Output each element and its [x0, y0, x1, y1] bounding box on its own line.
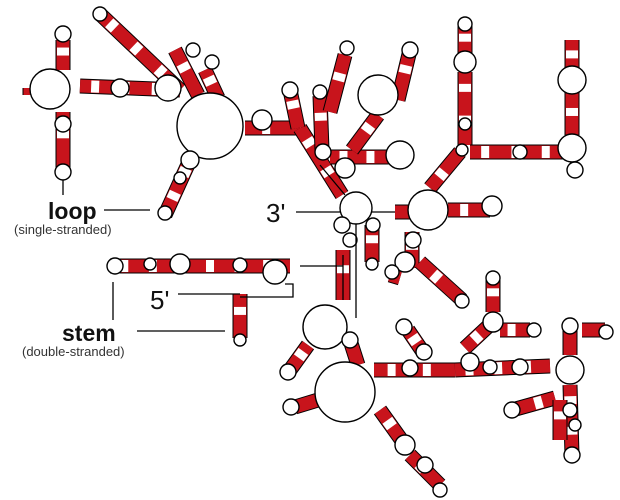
- bulge: [415, 343, 433, 361]
- multi-branch-loop: [407, 189, 449, 231]
- bulge: [365, 217, 381, 233]
- stem: [345, 110, 385, 155]
- hairpin-loop: [282, 398, 300, 416]
- three-prime-end-label: 3': [266, 198, 286, 228]
- hairpin-loop: [279, 363, 297, 381]
- bulge: [512, 144, 528, 160]
- internal-loop: [110, 78, 130, 98]
- bulge: [568, 418, 582, 432]
- hairpin-loop: [92, 6, 108, 22]
- bulge: [401, 359, 419, 377]
- bulge: [458, 117, 472, 131]
- stem: [414, 256, 468, 306]
- internal-loop: [557, 65, 587, 95]
- bulge: [334, 157, 356, 179]
- hairpin-loop: [54, 25, 72, 43]
- hairpin-loop: [566, 161, 584, 179]
- strand-connector: [240, 283, 294, 298]
- bulge: [251, 109, 273, 131]
- hairpin-loop: [401, 41, 419, 59]
- hairpin-loop: [54, 163, 72, 181]
- bulge: [562, 402, 578, 418]
- hairpin-loop: [481, 195, 503, 217]
- stem: [322, 53, 353, 114]
- hairpin-loop: [598, 324, 614, 340]
- hairpin-loop: [432, 482, 448, 498]
- loops-layer: [29, 6, 614, 498]
- hairpin-loop: [312, 84, 328, 100]
- five-prime-end-label: 5': [150, 285, 170, 315]
- multi-branch-loop: [314, 361, 376, 423]
- multi-branch-loop: [557, 133, 587, 163]
- hairpin-loop: [454, 293, 470, 309]
- hairpin-loop: [339, 40, 355, 56]
- loop-note: (single-stranded): [14, 222, 112, 237]
- hairpin-loop: [485, 270, 501, 286]
- multi-branch-loop: [176, 92, 244, 160]
- internal-loop: [482, 311, 504, 333]
- bulge: [341, 331, 359, 349]
- bulge: [342, 232, 358, 248]
- stem-label: stem: [62, 320, 116, 346]
- hairpin-loop: [233, 333, 247, 347]
- hairpin-loop: [185, 42, 201, 58]
- hairpin-loop: [385, 140, 415, 170]
- internal-loop: [460, 352, 480, 372]
- hairpin-loop: [384, 264, 400, 280]
- bulge: [404, 231, 422, 249]
- stem: [168, 46, 205, 99]
- bulge: [180, 150, 200, 170]
- multi-branch-loop: [302, 304, 348, 350]
- bulge: [526, 322, 542, 338]
- bulge: [143, 257, 157, 271]
- internal-loop: [154, 74, 182, 102]
- leader-lines-layer: [62, 164, 395, 332]
- stem: [424, 147, 466, 193]
- hairpin-loop: [157, 205, 173, 221]
- stem-note: (double-stranded): [22, 344, 125, 359]
- internal-loop: [394, 434, 416, 456]
- multi-branch-loop: [555, 355, 585, 385]
- hairpin-loop: [563, 446, 581, 464]
- bulge: [416, 456, 434, 474]
- internal-loop: [29, 68, 71, 110]
- bulge: [314, 143, 332, 161]
- hairpin-loop: [395, 318, 413, 336]
- backbone: [319, 164, 346, 196]
- hairpin-loop: [357, 74, 399, 116]
- internal-loop: [169, 253, 191, 275]
- internal-loop: [394, 251, 416, 273]
- hairpin-loop: [281, 81, 299, 99]
- loop-label: loop: [48, 198, 97, 224]
- internal-loop: [453, 50, 477, 74]
- hairpin-loop: [365, 257, 379, 271]
- hairpin-loop: [503, 401, 521, 419]
- bulge: [482, 359, 498, 375]
- bulge: [54, 115, 72, 133]
- hairpin-loop: [204, 54, 220, 70]
- bulge: [232, 257, 248, 273]
- bulge: [511, 358, 529, 376]
- stem: [312, 95, 330, 151]
- hairpin-loop: [457, 16, 473, 32]
- bulge: [106, 257, 124, 275]
- bulge: [173, 171, 187, 185]
- internal-loop: [561, 317, 579, 335]
- bulge: [333, 216, 351, 234]
- bulge: [455, 143, 469, 157]
- internal-loop: [262, 259, 288, 285]
